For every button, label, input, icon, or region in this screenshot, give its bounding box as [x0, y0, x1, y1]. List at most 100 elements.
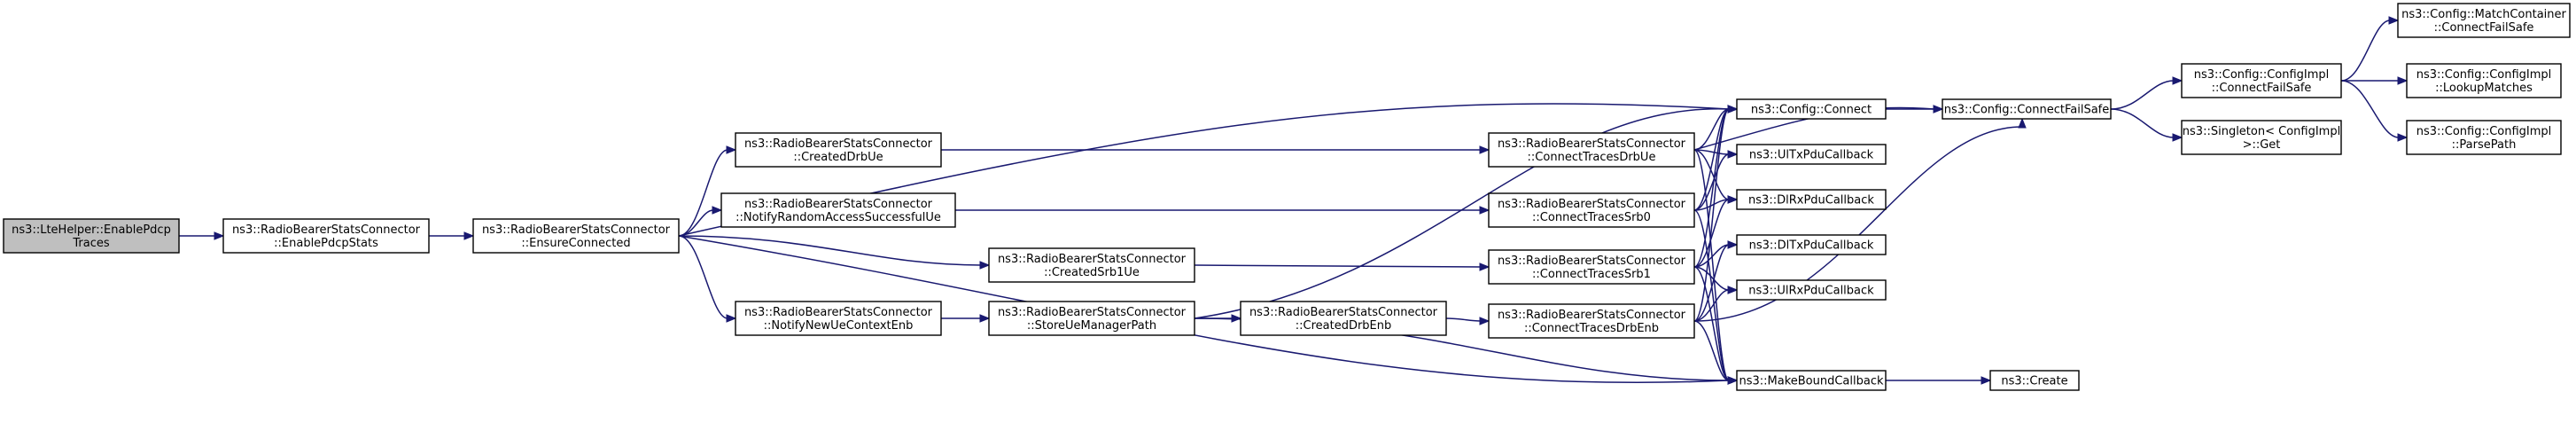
node-label-line: ::NotifyNewUeContextEnb: [764, 319, 914, 333]
edge-config_connect-to-connect_failsafe: [1886, 105, 1944, 114]
node-label-line: ::ConnectTracesDrbUe: [1528, 151, 1656, 164]
edge-ensure_connected-to-notify_rasu: [678, 206, 723, 237]
arrowhead: [1727, 376, 1739, 385]
node-ul-tx[interactable]: ns3::UlTxPduCallback: [1736, 144, 1887, 165]
node-box[interactable]: [1989, 370, 2080, 391]
edge-connect_failsafe-to-configimpl_failsafe: [2110, 76, 2183, 110]
node-ct-drb-enb[interactable]: ns3::RadioBearerStatsConnector::ConnectT…: [1488, 303, 1695, 339]
node-label-line: ::EnsureConnected: [521, 237, 630, 250]
node-box[interactable]: [1488, 132, 1695, 168]
node-box[interactable]: [2406, 63, 2562, 98]
node-singleton-get[interactable]: ns3::Singleton< ConfigImpl >::Get: [2181, 120, 2342, 155]
node-box[interactable]: [3, 218, 180, 254]
node-box[interactable]: [735, 132, 942, 168]
node-label-line: ns3::RadioBearerStatsConnector: [1498, 198, 1686, 211]
node-box[interactable]: [222, 218, 430, 254]
node-configimpl-failsafe[interactable]: ns3::Config::ConfigImpl::ConnectFailSafe: [2181, 63, 2342, 98]
node-ct-drb-ue[interactable]: ns3::RadioBearerStatsConnector::ConnectT…: [1488, 132, 1695, 168]
node-notify-new-ue[interactable]: ns3::RadioBearerStatsConnector::NotifyNe…: [735, 301, 942, 336]
arrowhead: [1479, 206, 1490, 215]
node-ct-srb0[interactable]: ns3::RadioBearerStatsConnector::ConnectT…: [1488, 192, 1695, 228]
node-box[interactable]: [2181, 63, 2342, 98]
node-label-line: ns3::Config::MatchContainer: [2401, 8, 2566, 21]
node-label-line: Traces: [72, 237, 109, 250]
node-store-ue-manager[interactable]: ns3::RadioBearerStatsConnector::StoreUeM…: [988, 301, 1195, 336]
edge-line: [1194, 264, 1482, 268]
node-box[interactable]: [1488, 192, 1695, 228]
edge-connect_failsafe-to-singleton_get: [2110, 108, 2183, 142]
edge-ct_drb_enb-to-config_connect: [1693, 105, 1739, 322]
node-box[interactable]: [988, 301, 1195, 336]
node-box[interactable]: [1736, 189, 1887, 210]
edge-line: [1445, 317, 1482, 322]
node-box[interactable]: [988, 247, 1195, 283]
edge-ct_drb_enb-to-ul_rx: [1693, 286, 1739, 322]
node-box[interactable]: [1488, 249, 1695, 285]
node-box[interactable]: [1736, 234, 1887, 255]
arrowhead: [1479, 262, 1490, 271]
node-ul-rx[interactable]: ns3::UlRxPduCallback: [1736, 279, 1887, 301]
node-config-connect[interactable]: ns3::Config::Connect: [1736, 98, 1887, 120]
node-box[interactable]: [2406, 120, 2562, 155]
node-box[interactable]: [1240, 301, 1447, 336]
edge-created_drb_ue-to-ct_drb_ue: [941, 145, 1490, 154]
node-label-line: ns3::RadioBearerStatsConnector: [744, 306, 933, 319]
node-created-srb1-ue[interactable]: ns3::RadioBearerStatsConnector::CreatedS…: [988, 247, 1195, 283]
edge-line: [1693, 266, 1730, 291]
edge-line: [1693, 108, 1730, 211]
node-create[interactable]: ns3::Create: [1989, 370, 2080, 391]
node-ensure-connected[interactable]: ns3::RadioBearerStatsConnector::EnsureCo…: [472, 218, 680, 254]
node-box[interactable]: [735, 301, 942, 336]
arrowhead: [1479, 145, 1490, 154]
node-connect-failsafe[interactable]: ns3::Config::ConnectFailSafe: [1942, 98, 2112, 120]
node-box[interactable]: [1736, 144, 1887, 165]
node-created-drb-ue[interactable]: ns3::RadioBearerStatsConnector::CreatedD…: [735, 132, 942, 168]
node-parse-path[interactable]: ns3::Config::ConfigImpl::ParsePath: [2406, 120, 2562, 155]
node-label-line: ::ConnectTracesSrb1: [1532, 268, 1651, 281]
node-dl-rx[interactable]: ns3::DlRxPduCallback: [1736, 189, 1887, 210]
node-label-line: ns3::Create: [2001, 375, 2067, 388]
arrowhead: [1479, 317, 1490, 325]
node-box[interactable]: [1736, 98, 1887, 120]
node-label-line: ::ConnectTracesSrb0: [1532, 211, 1651, 224]
edge-layer: [179, 16, 2409, 385]
edge-notify_rasu-to-ct_srb0: [955, 206, 1490, 215]
edge-ensure_connected-to-notify_new_ue: [678, 235, 737, 323]
node-notify-rasu[interactable]: ns3::RadioBearerStatsConnector::NotifyRa…: [720, 192, 956, 228]
node-label-line: ns3::RadioBearerStatsConnector: [232, 223, 421, 237]
arrowhead: [2172, 76, 2183, 85]
node-label-line: ns3::Singleton< ConfigImpl: [2183, 125, 2340, 138]
node-dl-tx[interactable]: ns3::DlTxPduCallback: [1736, 234, 1887, 255]
node-label-line: ns3::Config::ConfigImpl: [2416, 125, 2552, 138]
node-label-line: ns3::RadioBearerStatsConnector: [744, 137, 933, 151]
node-make-bound[interactable]: ns3::MakeBoundCallback: [1736, 370, 1887, 391]
edge-created_srb1_ue-to-ct_srb1: [1194, 262, 1490, 271]
node-created-drb-enb[interactable]: ns3::RadioBearerStatsConnector::CreatedD…: [1240, 301, 1447, 336]
edge-line: [1693, 244, 1730, 322]
arrowhead: [2172, 133, 2183, 142]
node-box[interactable]: [1736, 279, 1887, 301]
node-box[interactable]: [1942, 98, 2112, 120]
node-label-line: ns3::MakeBoundCallback: [1739, 375, 1884, 388]
node-label-line: >::Get: [2243, 138, 2281, 152]
edge-ct_drb_enb-to-dl_tx: [1693, 240, 1739, 322]
node-box[interactable]: [1488, 303, 1695, 339]
node-label-line: ns3::RadioBearerStatsConnector: [998, 253, 1187, 266]
node-lookup-matches[interactable]: ns3::Config::ConfigImpl::LookupMatches: [2406, 63, 2562, 98]
node-label-line: ::ConnectFailSafe: [2434, 21, 2534, 35]
node-box[interactable]: [720, 192, 956, 228]
edge-line: [1693, 149, 1730, 200]
node-ct-srb1[interactable]: ns3::RadioBearerStatsConnector::ConnectT…: [1488, 249, 1695, 285]
node-box[interactable]: [1736, 370, 1887, 391]
node-box[interactable]: [472, 218, 680, 254]
node-enable-pdcp-stats[interactable]: ns3::RadioBearerStatsConnector::EnablePd…: [222, 218, 430, 254]
node-label-line: ::EnablePdcpStats: [274, 237, 378, 250]
edge-line: [678, 235, 982, 266]
node-match-container[interactable]: ns3::Config::MatchContainer::ConnectFail…: [2397, 3, 2571, 38]
node-label-line: ns3::Config::Connect: [1751, 104, 1872, 117]
node-box[interactable]: [2397, 3, 2571, 38]
node-box[interactable]: [2181, 120, 2342, 155]
edge-line: [2340, 80, 2400, 138]
